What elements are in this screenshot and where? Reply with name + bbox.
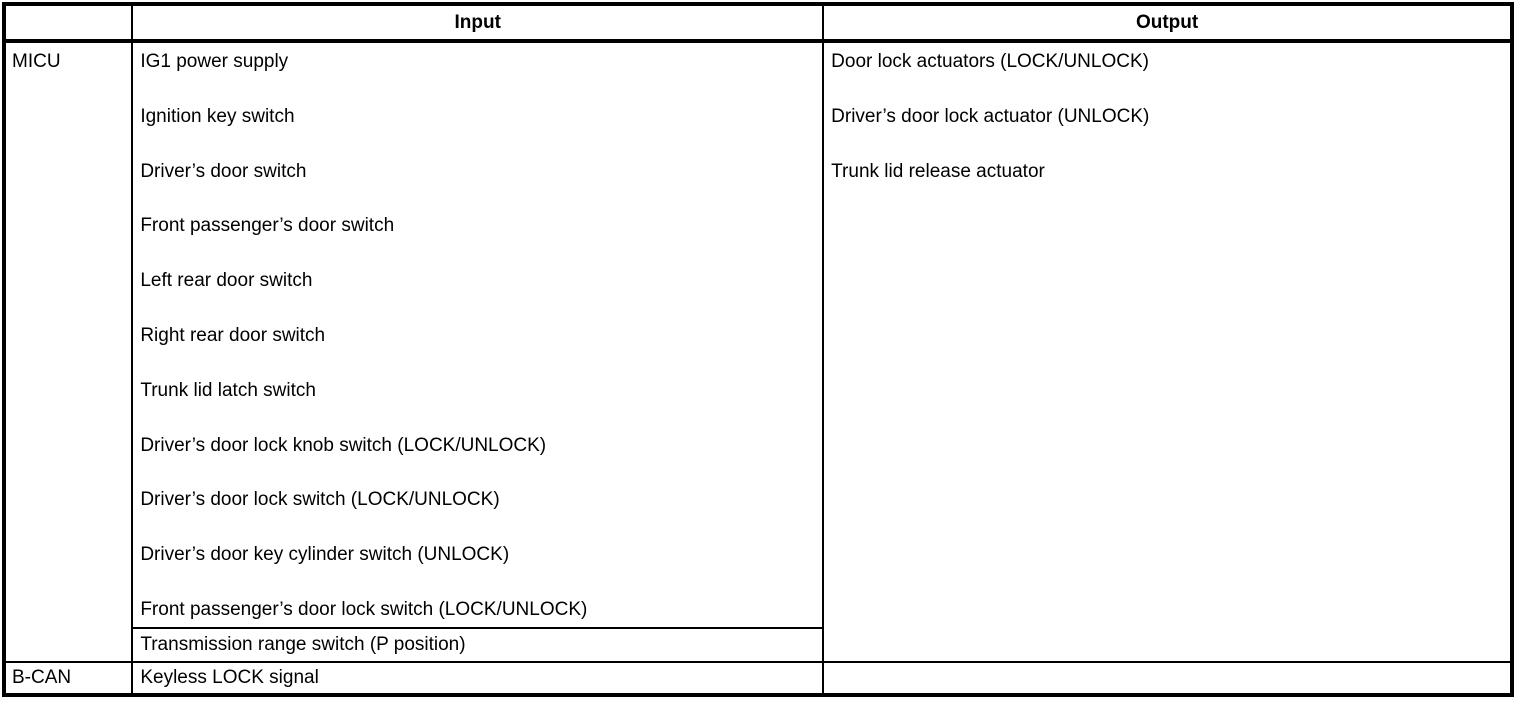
input-item: Driver’s door lock knob switch (LOCK/UNL… (140, 434, 547, 456)
input-item: Front passenger’s door switch (140, 215, 395, 237)
bcan-label-cell: B-CAN (2, 661, 134, 696)
col-header-output: Output (822, 3, 1513, 43)
input-item: IG1 power supply (140, 51, 289, 72)
input-item: Driver’s door key cylinder switch (UNLOC… (140, 544, 510, 566)
output-item: Driver’s door lock actuator (UNLOCK) (831, 105, 1150, 127)
col-header-input: Input (131, 3, 825, 43)
transmission-input-cell: Transmission range switch (P position) (131, 627, 825, 663)
input-item: Ignition key switch (140, 105, 295, 127)
micu-output-list: Door lock actuators (LOCK/UNLOCK) Driver’… (831, 51, 1502, 183)
input-item: Trunk lid latch switch (140, 379, 316, 401)
output-item: Door lock actuators (LOCK/UNLOCK) (831, 51, 1149, 72)
bcan-output-cell (822, 661, 1513, 696)
input-item: Driver’s door switch (140, 160, 307, 182)
micu-label-cell: MICU (2, 40, 134, 663)
output-item: Trunk lid release actuator (831, 160, 1045, 182)
header-row: Input Output (2, 3, 1513, 43)
col-header-blank (2, 3, 134, 43)
input-item: Left rear door switch (140, 270, 313, 292)
transmission-sub-row: Transmission range switch (P position) (4, 627, 1512, 663)
input-item: Driver’s door lock switch (LOCK/UNLOCK) (140, 489, 500, 511)
micu-output-list-cell: Door lock actuators (LOCK/UNLOCK) Driver’… (822, 40, 1513, 663)
input-item: Front passenger’s door lock switch (LOCK… (140, 598, 588, 620)
bcan-row: B-CAN Keyless LOCK signal (2, 661, 1513, 696)
input-item: Right rear door switch (140, 324, 326, 346)
bcan-input-cell: Keyless LOCK signal (131, 661, 825, 696)
